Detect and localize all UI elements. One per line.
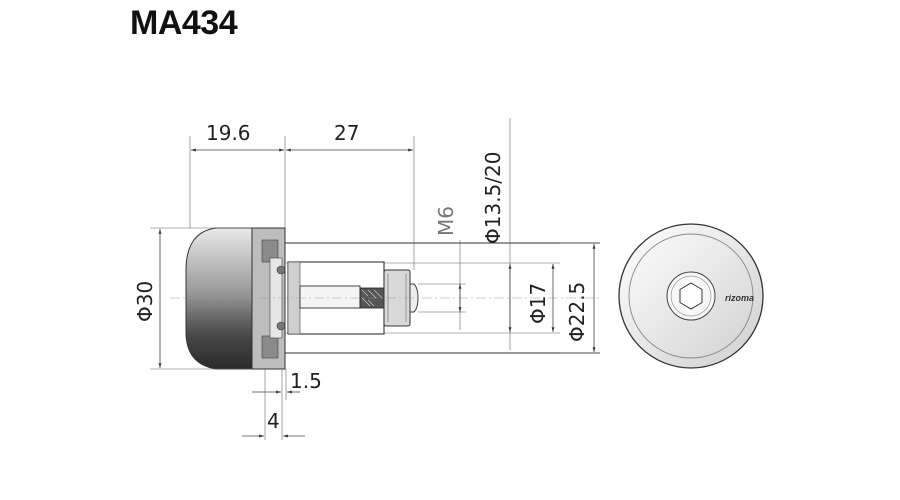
dim-phi-17: Φ17 <box>526 283 550 324</box>
dim-19-6: 19.6 <box>206 121 251 145</box>
dim-phi-13-5-20: Φ13.5/20 <box>481 152 505 244</box>
dim-1-5: 1.5 <box>290 369 322 393</box>
hex-socket <box>679 282 703 310</box>
dimension-lines <box>150 118 600 440</box>
cap-body <box>185 227 253 370</box>
brand-logo: rizoma <box>725 293 754 303</box>
bolt-shank <box>299 285 361 309</box>
dim-27: 27 <box>334 121 359 145</box>
dim-m6: M6 <box>434 206 458 236</box>
dim-phi-30: Φ30 <box>133 281 157 322</box>
dim-phi-22-5: Φ22.5 <box>565 282 589 342</box>
drawing-title: MA434 <box>130 4 238 42</box>
front-view: rizoma <box>618 223 764 369</box>
side-view <box>170 227 600 370</box>
dimension-labels: 19.6 27 M6 Φ13.5/20 Φ30 Φ17 Φ22.5 1.5 4 <box>133 121 589 433</box>
dim-4: 4 <box>267 409 280 433</box>
